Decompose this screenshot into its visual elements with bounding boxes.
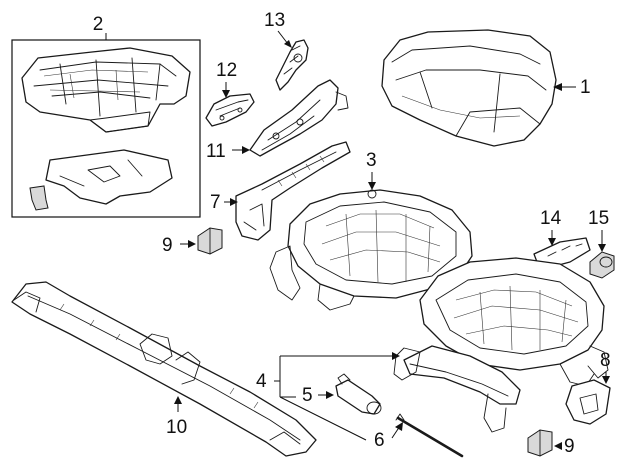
callout-9-upper: 9 — [162, 235, 173, 256]
part-8-group: 8 — [565, 350, 611, 425]
callout-2: 2 — [93, 14, 104, 35]
trim-bracket-7 — [235, 141, 351, 241]
callout-1: 1 — [580, 77, 591, 98]
part-3-group: 3 — [269, 150, 473, 315]
seat-cushion-pad — [21, 47, 191, 133]
drive-cable-6 — [396, 416, 464, 458]
callout-10: 10 — [166, 417, 187, 438]
part-11-group: 11 — [206, 79, 349, 162]
seat-cover — [381, 29, 557, 147]
seat-frame-lower-group — [393, 257, 609, 433]
callout-8: 8 — [600, 350, 611, 371]
part-7-group: 7 — [210, 141, 351, 241]
bracket-8 — [565, 379, 611, 425]
motor-5 — [335, 379, 381, 415]
recliner-bracket-13 — [275, 39, 309, 91]
callout-15: 15 — [588, 208, 609, 229]
switch-bracket-12 — [205, 93, 255, 127]
callout-14: 14 — [540, 208, 562, 229]
part-15-group: 15 — [588, 208, 615, 279]
part-1-group: 1 — [381, 29, 591, 147]
side-shield-11 — [249, 79, 339, 157]
callout-9-lower: 9 — [564, 436, 575, 457]
part-10-group: 10 — [11, 281, 317, 457]
callout-5: 5 — [302, 385, 313, 406]
callout-3: 3 — [366, 150, 377, 171]
part-4-group: 4 — [256, 352, 400, 398]
part-9-upper-group: 9 — [162, 227, 223, 256]
part-13-group: 13 — [264, 10, 309, 91]
callout-13: 13 — [264, 10, 285, 31]
part-5-group: 5 — [302, 373, 382, 415]
seat-adjuster-rail — [403, 345, 521, 405]
callout-4: 4 — [256, 371, 267, 392]
part-6-group: 6 — [279, 396, 464, 458]
part-2-group: 2 — [11, 14, 201, 218]
part-12-group: 12 — [205, 60, 255, 127]
callout-7: 7 — [210, 192, 221, 213]
callout-6: 6 — [374, 430, 385, 451]
callout-12: 12 — [216, 60, 237, 81]
part-14-group: 14 — [533, 208, 591, 271]
part-9-lower-group: 9 — [527, 429, 575, 457]
callout-11: 11 — [206, 141, 226, 162]
seat-cushion-plate — [45, 149, 173, 205]
track-rail-10 — [11, 281, 317, 457]
seat-cushion-clip — [29, 185, 49, 211]
